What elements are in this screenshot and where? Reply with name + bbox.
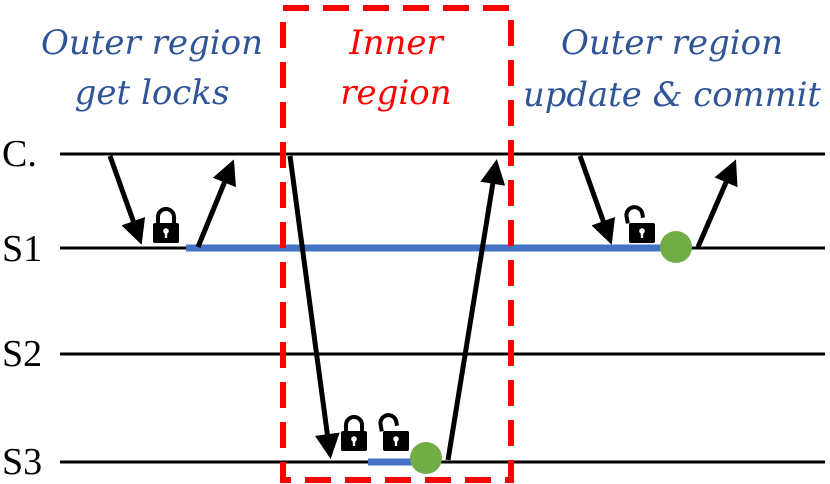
arrow-s3-to-c (445, 159, 506, 461)
arrow-c-to-s1-lock (107, 155, 146, 245)
lock-icon (339, 415, 369, 453)
outer-left-label-line2: get locks (75, 73, 230, 113)
row-label-s1: S1 (2, 228, 42, 270)
row-label-c: C. (2, 133, 37, 175)
arrow-c-to-s3 (287, 155, 340, 459)
unlock-icon (623, 203, 657, 245)
inner-region-box (280, 5, 514, 483)
arrow-s1-to-c-locked (195, 159, 236, 248)
arrow-s1-to-c-committed (695, 159, 738, 248)
lock-icon (151, 207, 181, 245)
row-label-s2: S2 (2, 333, 42, 375)
outer-left-label-line1: Outer region (41, 23, 263, 63)
s3-commit-dot (410, 442, 442, 474)
outer-right-label-line2: update & commit (523, 75, 821, 115)
unlock-icon (377, 411, 411, 453)
s1-commit-dot (660, 231, 692, 263)
row-label-s3: S3 (2, 441, 42, 483)
outer-right-label-line1: Outer region (561, 23, 783, 63)
inner-label-line1: Inner (348, 23, 444, 63)
arrow-c-to-s1-commit (577, 155, 616, 245)
inner-label-line2: region (340, 73, 451, 113)
